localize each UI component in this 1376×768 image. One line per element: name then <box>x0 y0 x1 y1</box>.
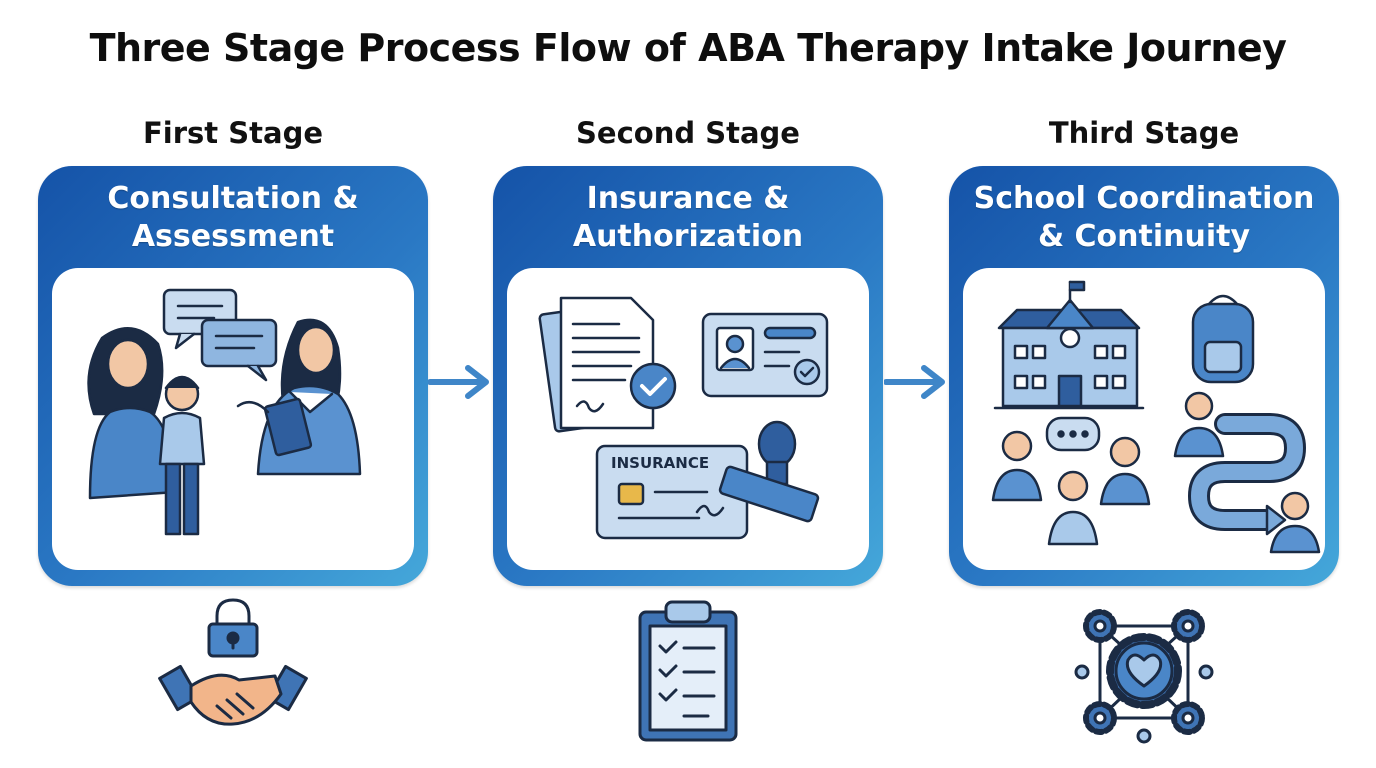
heading-line: & Continuity <box>1037 219 1251 254</box>
school-coordination-illustration <box>963 268 1325 570</box>
stage-label-third: Third Stage <box>1048 116 1240 150</box>
heading-line: Authorization <box>572 219 804 254</box>
heading-line: Insurance & <box>586 181 790 216</box>
gear-network-heart-icon <box>1074 609 1214 744</box>
stage-heading-first: Consultation & Assessment <box>38 180 428 256</box>
stage-label-first: First Stage <box>142 116 324 150</box>
stage-card-second: Insurance & Authorization <box>493 166 883 586</box>
lock-handshake-icon <box>158 598 308 726</box>
stage-label-second: Second Stage <box>576 116 800 150</box>
insurance-card-text: INSURANCE <box>611 454 710 472</box>
flow-arrow-right-icon <box>428 365 489 399</box>
stage-heading-second: Insurance & Authorization <box>493 180 883 256</box>
stage-card-third: School Coordination & Continuity <box>949 166 1339 586</box>
consultation-illustration <box>52 268 414 570</box>
flow-arrow-right-icon <box>884 365 945 399</box>
stage-card-first: Consultation & Assessment <box>38 166 428 586</box>
heading-line: Consultation & <box>107 181 359 216</box>
heading-line: School Coordination <box>973 181 1315 216</box>
page-title: Three Stage Process Flow of ABA Therapy … <box>89 26 1287 70</box>
clipboard-checklist-icon <box>638 600 738 742</box>
insurance-documents-illustration: INSURANCE <box>507 268 869 570</box>
stage-heading-third: School Coordination & Continuity <box>949 180 1339 256</box>
heading-line: Assessment <box>131 219 335 254</box>
